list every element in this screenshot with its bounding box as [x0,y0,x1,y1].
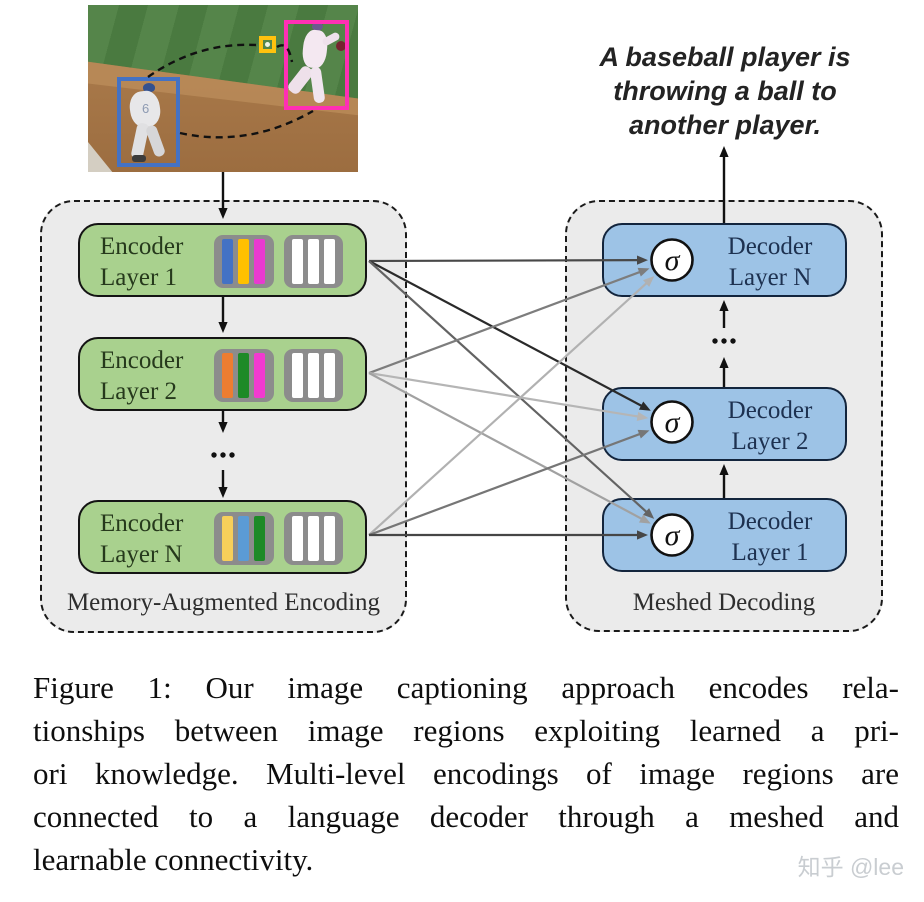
caption-line: Figure 1: Our image captioning approach … [33,670,899,705]
memory-bar [254,516,265,561]
feature-vectors-icon [284,512,343,565]
decoder-layer-1-box: Decoder Layer 1 [602,498,847,572]
memory-bar [222,516,233,561]
generated-caption-line: A baseball player is [599,42,851,72]
figure-caption: Figure 1: Our image captioning approach … [33,666,899,881]
feature-bar [324,353,335,398]
decoder-layer-n-label: Decoder Layer N [727,233,813,291]
memory-bar [222,353,233,398]
baseball-input-image: 6 [88,5,358,172]
memory-slots-icon [214,235,274,288]
encoder-layer-2-label: Encoder Layer 2 [100,347,184,405]
encoder-layer-2-box: Encoder Layer 2 [78,337,367,411]
feature-bar [308,239,319,284]
zhihu-watermark: 知乎 @lee [797,854,904,880]
memory-bar [238,353,249,398]
encoder-layer-1-label: Encoder Layer 1 [100,233,184,291]
memory-bar [254,353,265,398]
decoder-layer-1-label: Decoder Layer 1 [727,508,813,566]
generated-caption-line: throwing a ball to [613,76,837,106]
feature-bar [292,239,303,284]
memory-bar [238,239,249,284]
generated-caption-line: another player. [628,110,822,140]
blue-bounding-box [117,77,180,167]
feature-bar [324,516,335,561]
encoder-layer-n-label: Encoder Layer N [100,510,184,568]
feature-bar [292,516,303,561]
feature-vectors-icon [284,349,343,402]
memory-bar [238,516,249,561]
caption-line: learnable connectivity. [33,842,314,877]
caption-line: tionships between image regions exploiti… [33,713,899,748]
right-player-glove [336,41,346,51]
encoder-layer-n-box: Encoder Layer N [78,500,367,574]
feature-bar [308,353,319,398]
caption-line: ori knowledge. Multi-level encodings of … [33,756,899,791]
decoder-panel-label: Meshed Decoding [632,589,816,616]
feature-bar [292,353,303,398]
left-player-cap [143,83,155,92]
ball-bounding-box [259,36,276,53]
feature-bar [308,516,319,561]
caption-line: connected to a language decoder through … [33,799,899,834]
decoder-layer-n-box: Decoder Layer N [602,223,847,297]
feature-vectors-icon [284,235,343,288]
feature-bar [324,239,335,284]
encoder-panel-label: Memory-Augmented Encoding [66,589,381,616]
encoder-layer-1-box: Encoder Layer 1 [78,223,367,297]
decoder-layer-2-label: Decoder Layer 2 [727,397,813,455]
ball-dot [265,42,270,47]
memory-bar [222,239,233,284]
memory-slots-icon [214,512,274,565]
memory-bar [254,239,265,284]
magenta-bounding-box [284,20,349,110]
right-player-cap [312,22,323,31]
left-player-jersey-number: 6 [142,101,150,116]
left-player-shoe [132,155,146,162]
memory-slots-icon [214,349,274,402]
generated-caption-text: A baseball player is throwing a ball to … [590,40,860,142]
decoder-layer-2-box: Decoder Layer 2 [602,387,847,461]
